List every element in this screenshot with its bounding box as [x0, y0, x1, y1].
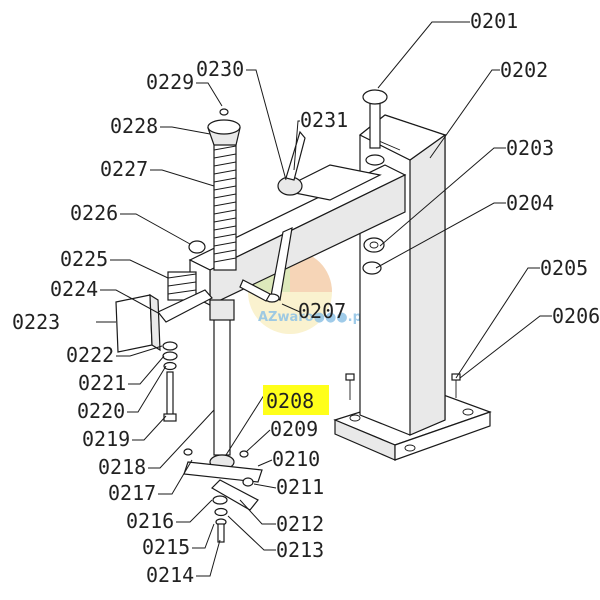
callout-0201: 0201: [470, 9, 518, 33]
pad-block: [115, 293, 161, 353]
arm-hardware: [362, 237, 385, 275]
callout-0220: 0220: [77, 399, 125, 423]
callout-0207: 0207: [298, 299, 346, 323]
callout-0228: 0228: [110, 114, 158, 138]
callout-0231: 0231: [300, 108, 348, 132]
callout-0229: 0229: [146, 70, 194, 94]
callout-0219: 0219: [82, 427, 130, 451]
horizontal-arm: [188, 164, 407, 306]
callout-0230: 0230: [196, 57, 244, 81]
lower-cutter-assembly: [183, 448, 263, 543]
callout-0202: 0202: [500, 58, 548, 82]
lever-plate: [157, 289, 213, 323]
callout-0224: 0224: [50, 277, 98, 301]
callout-0213: 0213: [276, 538, 324, 562]
callout-0216: 0216: [126, 509, 174, 533]
washer-stack: [162, 341, 178, 422]
callout-0211: 0211: [276, 475, 324, 499]
callout-0217: 0217: [108, 481, 156, 505]
compression-spring: [213, 139, 237, 271]
vertical-spindle: [209, 299, 235, 456]
leader-lines: [96, 21, 552, 577]
highlight-0208: [263, 385, 329, 415]
callout-0225: 0225: [60, 247, 108, 271]
arm-handle-lever: [239, 226, 293, 303]
callout-0205: 0205: [540, 256, 588, 280]
callout-0215: 0215: [142, 535, 190, 559]
callout-0204: 0204: [506, 191, 554, 215]
callout-0210: 0210: [272, 447, 320, 471]
callout-0208: 0208: [266, 389, 314, 413]
callout-0223: 0223: [12, 310, 60, 334]
callout-0212: 0212: [276, 512, 324, 536]
callout-labels: 0201 0202 0203 0204 0205 0206 0207 0208 …: [12, 9, 600, 587]
callout-0222: 0222: [66, 343, 114, 367]
callout-0214: 0214: [146, 563, 194, 587]
callout-0206: 0206: [552, 304, 600, 328]
watermark-text: AZwaro●●●.pl: [258, 310, 366, 325]
spring-top-cap: [207, 108, 241, 146]
column-top-pin: [362, 89, 388, 166]
callout-0227: 0227: [100, 157, 148, 181]
clamp-knob: [277, 130, 306, 196]
callout-0226: 0226: [70, 201, 118, 225]
callout-0203: 0203: [506, 136, 554, 160]
callout-0221: 0221: [78, 371, 126, 395]
callout-0218: 0218: [98, 455, 146, 479]
callout-0209: 0209: [270, 417, 318, 441]
o-ring: [188, 240, 206, 254]
small-spring: [167, 271, 197, 301]
